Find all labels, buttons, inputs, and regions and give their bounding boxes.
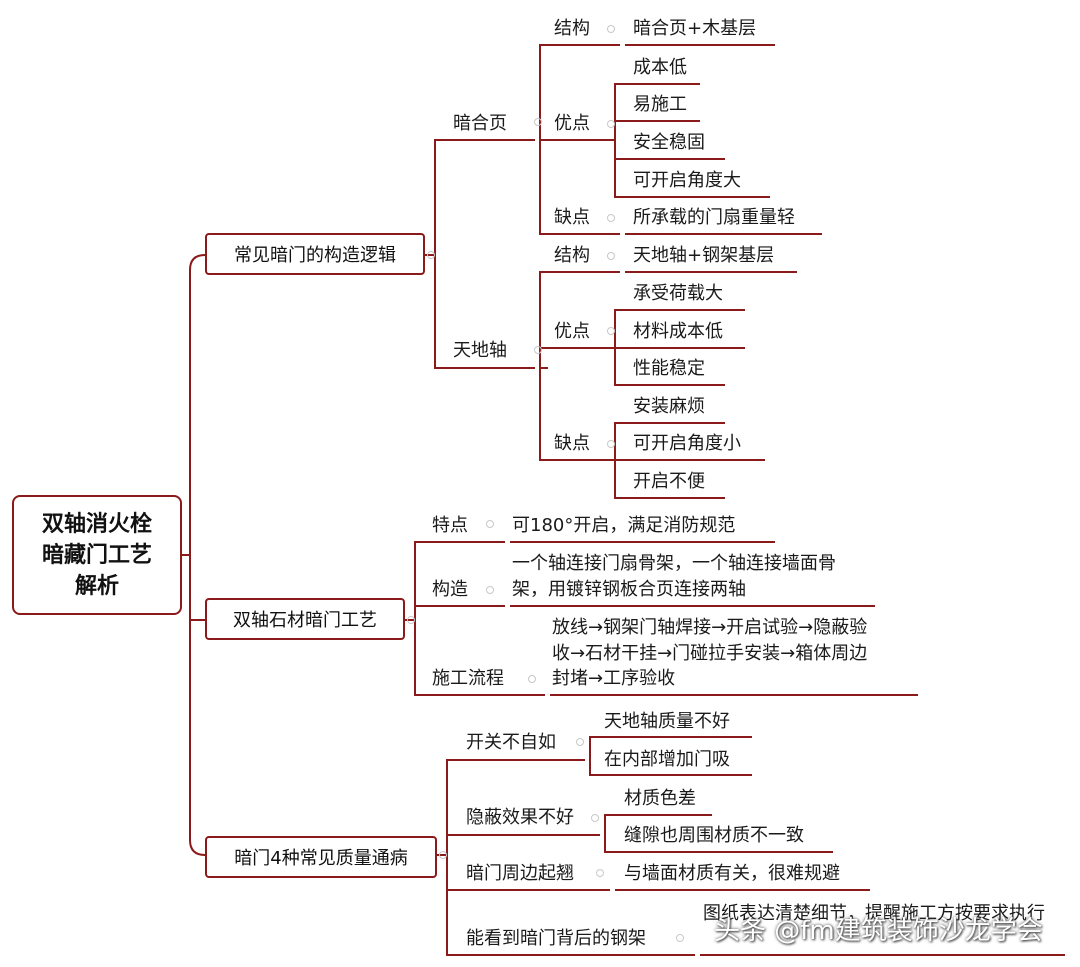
branch-quality-issues[interactable]: 暗门4种常见质量通病 <box>205 836 437 878</box>
node-pivot-cons[interactable]: 缺点 <box>554 433 590 454</box>
node-hinge-pro-2[interactable]: 易施工 <box>633 94 687 115</box>
node-process-value-1[interactable]: 放线→钢架门轴焊接→开启试验→隐蔽验 <box>552 617 868 638</box>
node-pivot-con-3[interactable]: 开启不便 <box>633 471 705 492</box>
node-hinge-pro-4[interactable]: 可开启角度大 <box>633 170 741 191</box>
node-feature-value[interactable]: 可180°开启，满足消防规范 <box>512 515 736 536</box>
node-pivot-pro-1[interactable]: 承受荷载大 <box>633 283 723 304</box>
branch-stone-door-process-label: 双轴石材暗门工艺 <box>233 610 377 631</box>
node-hinge-pro-3[interactable]: 安全稳固 <box>633 132 705 153</box>
connector-branch2-trunk <box>414 541 420 696</box>
node-process-value-3[interactable]: 封堵→工序验收 <box>552 668 676 689</box>
branch-stone-door-process[interactable]: 双轴石材暗门工艺 <box>205 598 405 640</box>
watermark: 头条 @fm建筑装饰沙龙学会 <box>714 916 1043 946</box>
root-node[interactable]: 双轴消火栓 暗藏门工艺 解析 <box>12 495 182 615</box>
node-pivot-structure-value[interactable]: 天地轴+钢架基层 <box>633 245 775 266</box>
node-process[interactable]: 施工流程 <box>432 668 504 689</box>
branch-quality-issues-label: 暗门4种常见质量通病 <box>234 848 408 869</box>
node-process-value-2[interactable]: 收→石材干挂→门碰拉手安装→箱体周边 <box>552 643 868 664</box>
node-construction[interactable]: 构造 <box>432 579 468 600</box>
connector-branch1-trunk <box>434 139 440 369</box>
node-pivot-pro-2[interactable]: 材料成本低 <box>633 321 723 342</box>
root-title-line3: 解析 <box>74 573 119 599</box>
node-issue-2-cause-1[interactable]: 材质色差 <box>624 788 696 809</box>
node-hinge-structure-value[interactable]: 暗合页+木基层 <box>633 18 757 39</box>
connector-issue1 <box>589 736 595 776</box>
node-issue-4[interactable]: 能看到暗门背后的钢架 <box>466 928 646 949</box>
node-construction-value-2[interactable]: 架，用镀锌钢板合页连接两轴 <box>512 579 746 600</box>
node-issue-3-cause-1[interactable]: 与墙面材质有关，很难规避 <box>624 863 840 884</box>
node-hinge[interactable]: 暗合页 <box>453 113 507 134</box>
node-issue-2-cause-2[interactable]: 缝隙也周围材质不一致 <box>624 825 804 846</box>
node-hinge-con-1[interactable]: 所承载的门扇重量轻 <box>633 207 795 228</box>
node-issue-2[interactable]: 隐蔽效果不好 <box>466 807 574 828</box>
node-pivot-con-1[interactable]: 安装麻烦 <box>633 396 705 417</box>
branch-construction-logic-label: 常见暗门的构造逻辑 <box>234 245 396 266</box>
node-pivot-pros[interactable]: 优点 <box>554 321 590 342</box>
node-hinge-structure[interactable]: 结构 <box>554 18 590 39</box>
connector-root-trunk <box>189 254 206 856</box>
node-pivot-pro-3[interactable]: 性能稳定 <box>633 358 705 379</box>
connector-hinge-pros <box>614 83 620 198</box>
node-construction-value-1[interactable]: 一个轴连接门扇骨架，一个轴连接墙面骨 <box>512 553 836 574</box>
root-title-line1: 双轴消火栓 <box>41 511 152 537</box>
node-pivot-con-2[interactable]: 可开启角度小 <box>633 433 741 454</box>
connector-issue2 <box>604 814 610 853</box>
node-hinge-pro-1[interactable]: 成本低 <box>633 57 687 78</box>
node-pivot[interactable]: 天地轴 <box>453 340 507 361</box>
connector-branch3-trunk <box>446 759 452 956</box>
node-hinge-cons[interactable]: 缺点 <box>554 207 590 228</box>
node-issue-1-cause-2[interactable]: 在内部增加门吸 <box>604 749 730 770</box>
node-feature[interactable]: 特点 <box>432 515 468 536</box>
branch-construction-logic[interactable]: 常见暗门的构造逻辑 <box>205 233 425 275</box>
node-issue-1-cause-1[interactable]: 天地轴质量不好 <box>604 711 730 732</box>
node-issue-4-cause-1[interactable]: 图纸表达清楚细节，提醒施工方按要求执行 <box>703 903 1045 924</box>
node-pivot-structure[interactable]: 结构 <box>554 245 590 266</box>
node-hinge-pros[interactable]: 优点 <box>554 113 590 134</box>
node-issue-3[interactable]: 暗门周边起翘 <box>466 863 574 884</box>
root-title-line2: 暗藏门工艺 <box>41 542 152 568</box>
connector-pivot-trunk <box>539 271 545 461</box>
node-issue-1[interactable]: 开关不自如 <box>466 732 556 753</box>
